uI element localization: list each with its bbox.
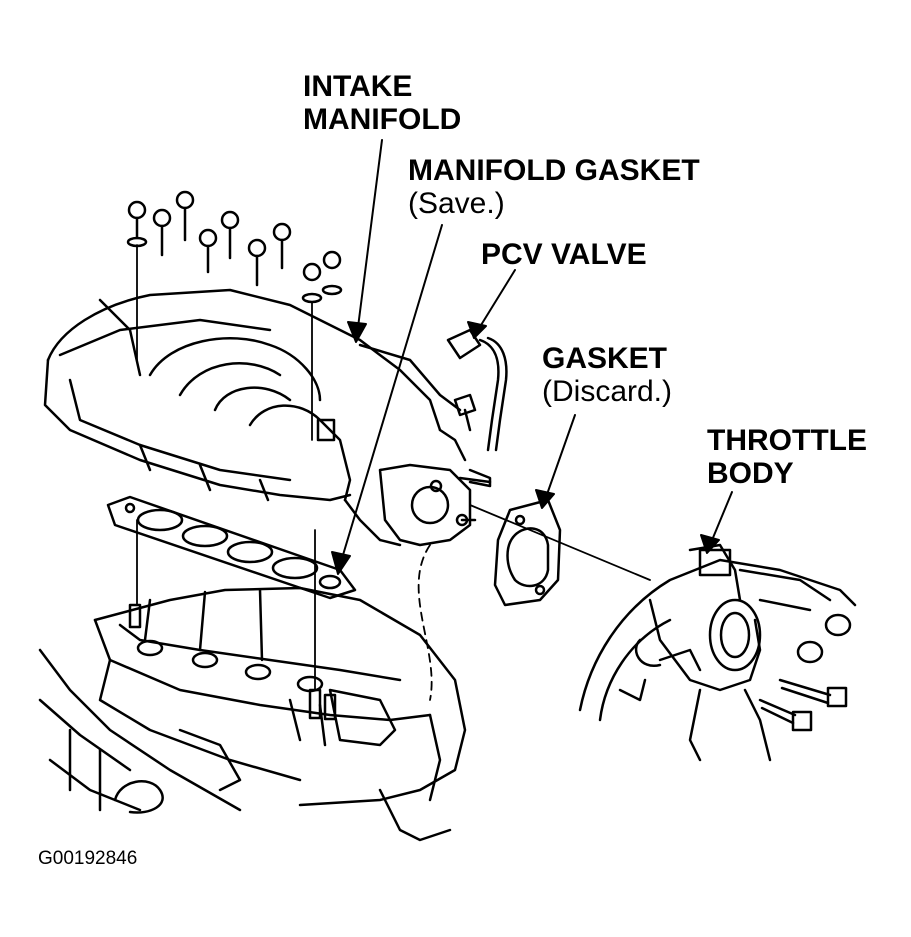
cylinder-head: [38, 586, 467, 842]
intake-manifold-label: INTAKE MANIFOLD: [303, 70, 461, 136]
throttle-fasteners: [758, 613, 852, 732]
intake-manifold-label-line-1: INTAKE: [303, 70, 413, 103]
figure-code: G00192846: [38, 848, 138, 869]
manifold-gasket-part: [106, 495, 357, 600]
leader-arrows: [331, 139, 733, 575]
plenum-flange: [378, 428, 492, 547]
alignment-lines: [136, 244, 651, 701]
pcv-valve-label: PCV VALVE: [481, 238, 647, 271]
throttle-body-part: [578, 543, 857, 762]
throttle-gasket-part: [493, 498, 562, 607]
manifold-gasket-label: MANIFOLD GASKET (Save.): [408, 154, 700, 220]
throttle-body-label: THROTTLE BODY: [707, 424, 867, 490]
gasket-label-note: (Discard.): [542, 375, 673, 408]
manifold-gasket-label-note: (Save.): [408, 187, 505, 220]
pcv-valve-label-text: PCV VALVE: [481, 238, 647, 271]
manifold-bolts: [126, 190, 343, 304]
manifold-gasket-label-title: MANIFOLD GASKET: [408, 154, 700, 187]
throttle-body-label-line-2: BODY: [707, 457, 794, 490]
gasket-label: GASKET (Discard.): [542, 342, 672, 408]
head-studs: [128, 603, 337, 721]
throttle-body-label-line-1: THROTTLE: [707, 424, 867, 457]
gasket-label-title: GASKET: [542, 342, 668, 375]
pcv-valve-part: [446, 328, 508, 452]
intake-manifold-label-line-2: MANIFOLD: [303, 103, 462, 136]
intake-manifold-part: [43, 288, 462, 547]
